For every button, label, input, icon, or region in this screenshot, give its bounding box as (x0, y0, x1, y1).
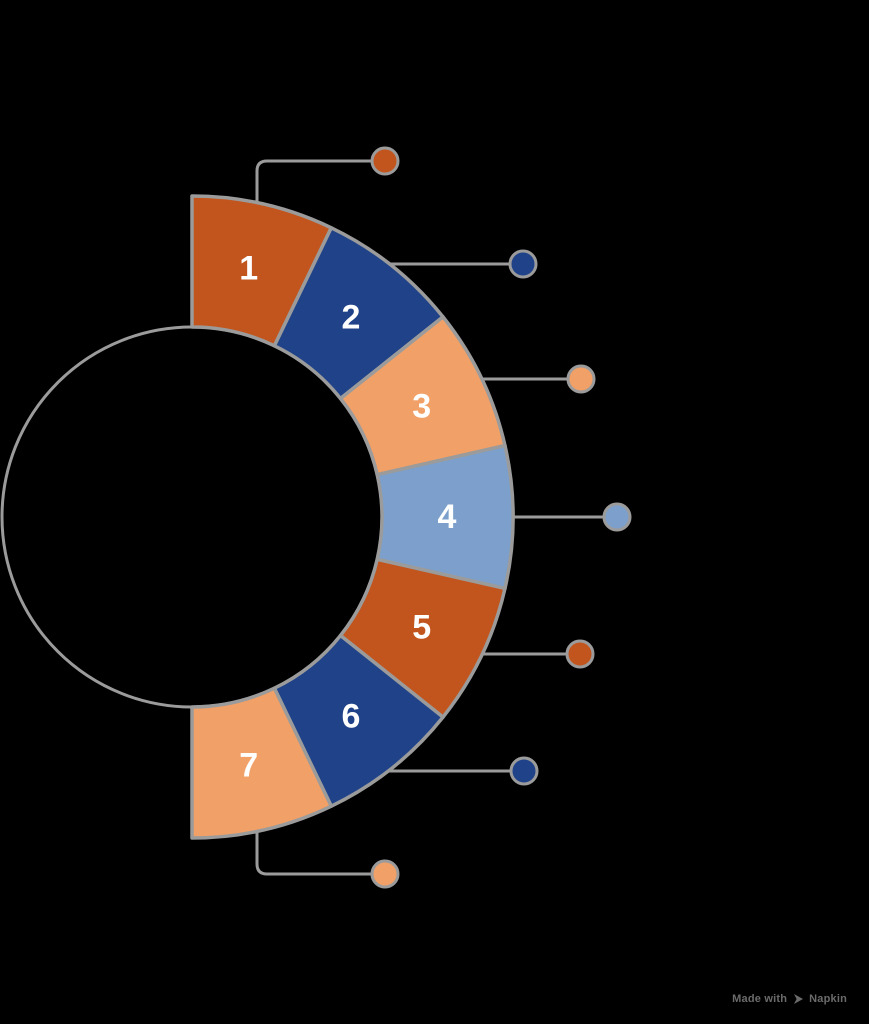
napkin-logo-icon (794, 994, 804, 1004)
watermark: Made with Napkin (732, 993, 847, 1005)
leader-dot-3 (566, 364, 596, 394)
segment-label-3: 3 (412, 387, 431, 425)
segment-label-2: 2 (342, 299, 361, 337)
leader-line-7 (255, 828, 372, 876)
leader-line-1 (255, 159, 372, 206)
leader-dot-7 (370, 859, 400, 889)
leader-dot-5 (565, 639, 595, 669)
leader-dot-6 (509, 756, 539, 786)
segment-label-6: 6 (342, 697, 361, 735)
segment-label-1: 1 (239, 249, 258, 287)
segment-label-7: 7 (239, 747, 258, 785)
watermark-brand: Napkin (809, 993, 847, 1005)
segment-label-4: 4 (438, 498, 457, 536)
segment-7 (190, 686, 334, 840)
leader-dot-1 (370, 146, 400, 176)
inner-circle-outline (0, 325, 384, 709)
segment-label-5: 5 (412, 609, 431, 647)
leader-dot-2 (508, 249, 538, 279)
leader-dot-4 (602, 502, 632, 532)
watermark-text: Made with (732, 993, 788, 1005)
